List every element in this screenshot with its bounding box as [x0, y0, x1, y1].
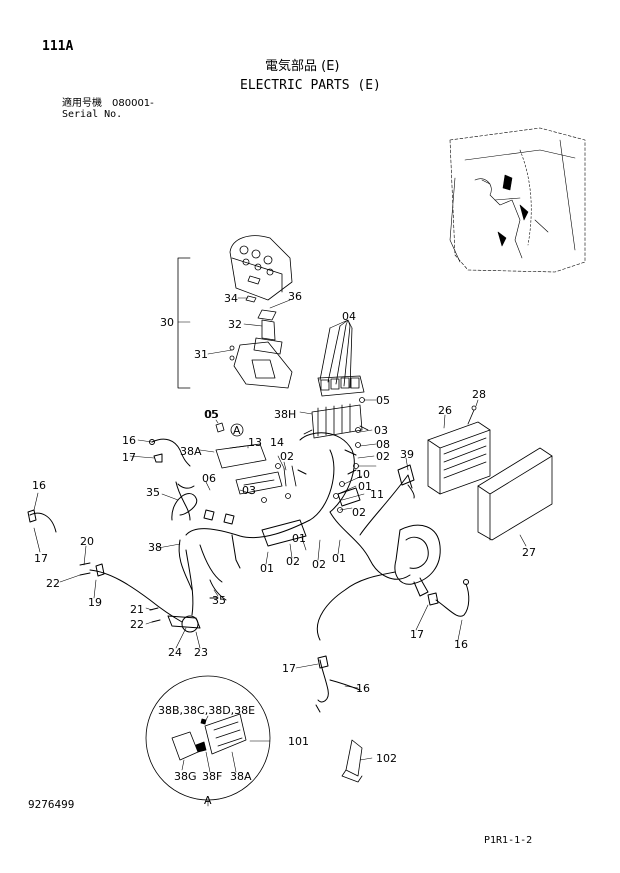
callout-102: 102 [376, 752, 397, 765]
title-japanese: 電気部品 (E) [265, 59, 340, 74]
callout-10: 10 [356, 468, 370, 481]
callout-35-b: 35 [212, 594, 226, 607]
callout-05-a: 05 [204, 408, 218, 421]
serial-label-japanese: 適用号機 080001- [62, 98, 154, 109]
document-number: 9276499 [28, 798, 75, 811]
callout-17-a: 17 [122, 451, 136, 464]
callout-16-b: 16 [32, 479, 46, 492]
callout-38b-38e: 38B,38C,38D,38E [158, 704, 255, 717]
callout-28: 28 [472, 388, 486, 401]
callout-16-c: 16 [454, 638, 468, 651]
callout-01-a: 01 [358, 480, 372, 493]
callout-38g: 38G [174, 770, 197, 783]
callout-22-a: 22 [46, 577, 60, 590]
callout-14: 14 [270, 436, 284, 449]
callout-a-circle [230, 423, 244, 437]
callout-22-b: 22 [130, 618, 144, 631]
callout-03-a: 03 [374, 424, 388, 437]
small-components [215, 422, 297, 503]
callout-02-a: 02 [280, 450, 294, 463]
page-reference: P1R1-1-2 [484, 835, 533, 846]
callout-01-c: 01 [260, 562, 274, 575]
callout-39: 39 [400, 448, 414, 461]
callout-05-b: 05 [376, 394, 390, 407]
callout-34: 34 [224, 292, 238, 305]
serial-label-english: Serial No. [62, 109, 123, 120]
callout-17-c: 17 [410, 628, 424, 641]
callout-08: 08 [376, 438, 390, 451]
callout-01-d: 01 [332, 552, 346, 565]
callout-a-marker: A [233, 424, 241, 437]
callout-17-d: 17 [282, 662, 296, 675]
callout-26: 26 [438, 404, 452, 417]
callout-38: 38 [148, 541, 162, 554]
callout-02-d: 02 [286, 555, 300, 568]
callout-24: 24 [168, 646, 182, 659]
callout-38a-detail: 38A [230, 770, 252, 783]
main-harness [171, 432, 441, 597]
cables [27, 438, 470, 713]
title-english: ELECTRIC PARTS (E) [240, 78, 381, 93]
callout-38f: 38F [202, 770, 222, 783]
callout-02-e: 02 [312, 558, 326, 571]
callout-38h: 38H [274, 408, 296, 421]
callout-38a-top: 38A [180, 445, 202, 458]
relay-block [303, 324, 369, 513]
callout-21: 21 [130, 603, 144, 616]
callout-16-d: 16 [356, 682, 370, 695]
callout-30: 30 [160, 316, 174, 329]
callout-13: 13 [248, 436, 262, 449]
callout-35-a: 35 [146, 486, 160, 499]
callout-05-c: 05 [205, 408, 219, 421]
callout-16-a: 16 [122, 434, 136, 447]
callout-20: 20 [80, 535, 94, 548]
callout-11: 11 [370, 488, 384, 501]
callout-03-b: 03 [242, 484, 256, 497]
callout-02-c: 02 [352, 506, 366, 519]
callout-23: 23 [194, 646, 208, 659]
callout-06: 06 [202, 472, 216, 485]
callout-32: 32 [228, 318, 242, 331]
callout-04: 04 [342, 310, 356, 323]
callout-31: 31 [194, 348, 208, 361]
callout-01-b: 01 [292, 532, 306, 545]
page-code: 111A [42, 39, 74, 54]
machine-overview-drawing [449, 127, 586, 273]
callout-36: 36 [288, 290, 302, 303]
callout-27: 27 [522, 546, 536, 559]
controller-and-bracket [427, 405, 553, 541]
callout-17-b: 17 [34, 552, 48, 565]
callout-labels: 30 34 36 32 31 04 05 38H 05 26 28 A 13 1… [32, 290, 536, 807]
console-assembly [177, 235, 293, 389]
leader-lines [33, 297, 527, 807]
callout-02-b: 02 [376, 450, 390, 463]
callout-101: 101 [288, 735, 309, 748]
callout-19: 19 [88, 596, 102, 609]
callout-a-detail: A [204, 794, 212, 807]
